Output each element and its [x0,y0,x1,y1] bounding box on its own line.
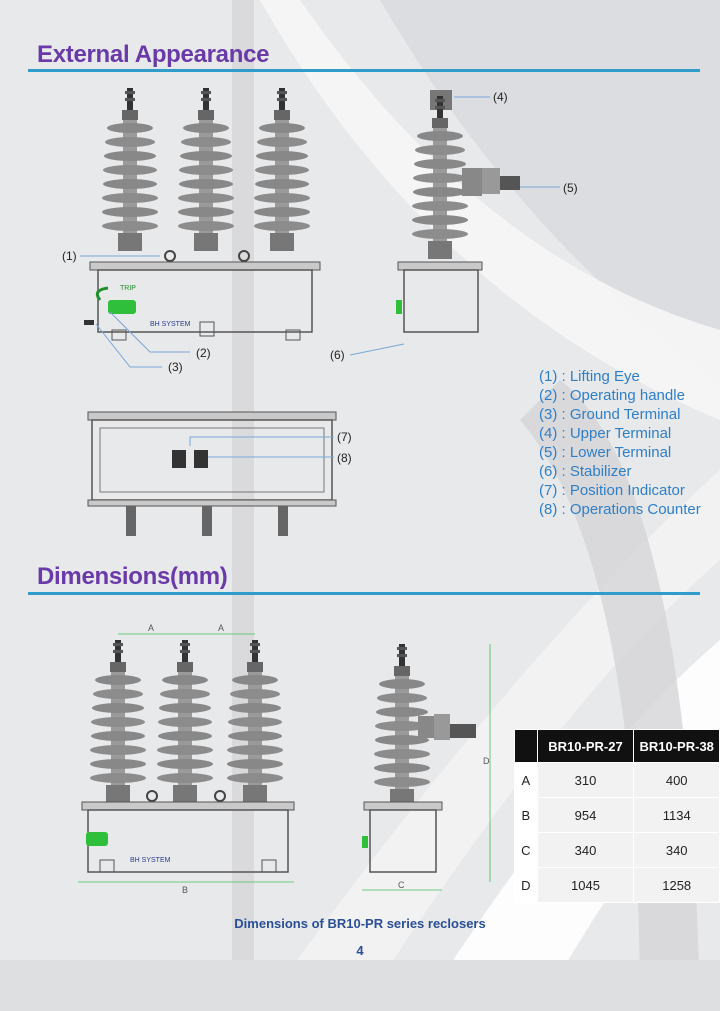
legend-item: (3) : Ground Terminal [539,406,681,423]
top-view-drawing [87,411,337,536]
callout-3: (3) [168,360,183,374]
table-cell: 954 [536,797,635,833]
page-number: 4 [356,943,364,958]
legend-item: (4) : Upper Terminal [539,425,672,442]
callout-8: (8) [337,451,352,465]
table-row: A 310 400 [514,762,720,798]
callout-2: (2) [196,346,211,360]
table-corner [514,729,538,763]
legend-item: (2) : Operating handle [539,387,685,404]
callout-1: (1) [62,249,77,263]
heading-rule-dimensions [28,592,700,595]
row-label: D [514,867,538,903]
parts-legend: (1) : Lifting Eye (2) : Operating handle… [539,367,701,519]
legend-item: (1) : Lifting Eye [539,368,640,385]
dimensions-table: BR10-PR-27 BR10-PR-38 A 310 400 B 954 11… [514,729,720,903]
row-label: A [514,762,538,798]
callout-6: (6) [330,348,345,362]
dimension-front-drawing [78,633,295,883]
table-cell: 340 [536,832,635,868]
heading-rule-top [28,69,700,72]
table-cell: 340 [633,832,720,868]
dim-label-a2: A [218,623,224,633]
row-label: C [514,832,538,868]
heading-dimensions: Dimensions(mm) [37,563,228,590]
legend-item: (6) : Stabilizer [539,463,632,480]
dim-label-b: B [182,885,188,895]
side-view-drawing [349,90,560,356]
legend-item: (7) : Position Indicator [539,482,685,499]
dim-label-d: D [483,756,490,766]
table-row: D 1045 1258 [514,867,720,903]
table-cell: 400 [633,762,720,798]
brand-label-dims: BH SYSTEM [130,857,171,864]
callout-7: (7) [337,430,352,444]
callout-5: (5) [563,181,578,195]
table-cell: 1045 [536,867,635,903]
table-header-row: BR10-PR-27 BR10-PR-38 [514,729,720,763]
front-view-drawing [80,88,321,368]
table-row: B 954 1134 [514,797,720,833]
table-cell: 1258 [633,867,720,903]
figure-caption: Dimensions of BR10-PR series reclosers [234,916,486,931]
dimension-side-drawing [362,644,491,891]
table-row: C 340 340 [514,832,720,868]
row-label: B [514,797,538,833]
legend-item: (5) : Lower Terminal [539,444,672,461]
table-header-br10-pr-27: BR10-PR-27 [536,729,635,763]
brand-label: BH SYSTEM [150,321,191,328]
table-cell: 1134 [633,797,720,833]
table-cell: 310 [536,762,635,798]
table-header-br10-pr-38: BR10-PR-38 [633,729,720,763]
legend-item: (8) : Operations Counter [539,501,701,518]
heading-external-appearance: External Appearance [37,41,270,68]
dim-label-c: C [398,880,405,890]
dim-label-a1: A [148,623,154,633]
callout-4: (4) [493,90,508,104]
trip-label: TRIP [120,285,136,292]
